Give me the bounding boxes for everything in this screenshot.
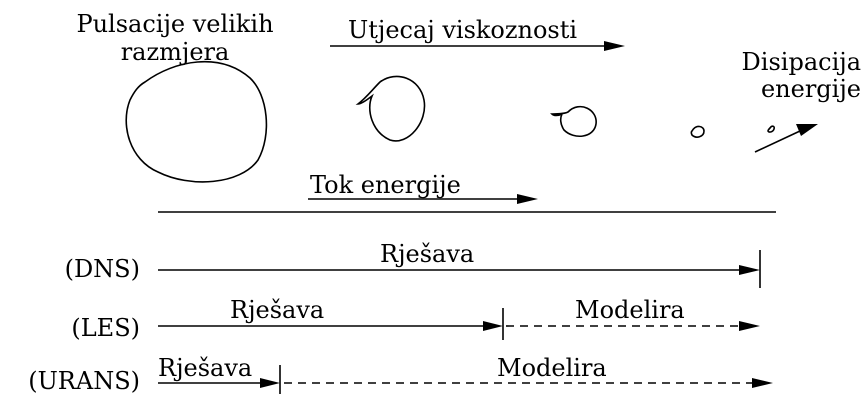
viscosity-arrowhead bbox=[604, 41, 625, 51]
method-label-urans: (URANS) bbox=[28, 367, 140, 395]
method-label-dns: (DNS) bbox=[65, 255, 140, 283]
method-label-les: (LES) bbox=[71, 314, 140, 342]
urans-modeled-arrowhead bbox=[752, 378, 773, 388]
dissipation-label-line1: Disipacija bbox=[742, 48, 861, 76]
viscosity-label: Utjecaj viskoznosti bbox=[348, 16, 577, 44]
les-resolved-label: Rješava bbox=[230, 296, 324, 324]
urans-modeled-label: Modelira bbox=[497, 354, 607, 382]
dns-arrowhead bbox=[739, 265, 760, 275]
urans-resolved-label: Rješava bbox=[158, 354, 252, 382]
energy-flow-arrowhead bbox=[517, 194, 538, 204]
dissipation-arrowhead bbox=[796, 124, 818, 136]
les-modeled-arrowhead bbox=[739, 321, 760, 331]
large-eddy bbox=[125, 60, 268, 183]
tiny-eddy bbox=[690, 125, 705, 138]
dissipation-label-line2: energije bbox=[761, 75, 861, 103]
dns-resolved-label: Rješava bbox=[380, 240, 474, 268]
small-eddy bbox=[550, 106, 597, 137]
les-resolved-arrowhead bbox=[483, 321, 503, 331]
smallest-eddy bbox=[767, 125, 775, 133]
medium-eddy bbox=[355, 75, 426, 142]
large-scale-label-line1: Pulsacije velikih bbox=[76, 10, 273, 38]
energy-flow-label: Tok energije bbox=[310, 171, 461, 199]
les-modeled-label: Modelira bbox=[575, 296, 685, 324]
urans-resolved-arrowhead bbox=[260, 378, 280, 388]
dissipation-arrow-line bbox=[754, 130, 801, 153]
